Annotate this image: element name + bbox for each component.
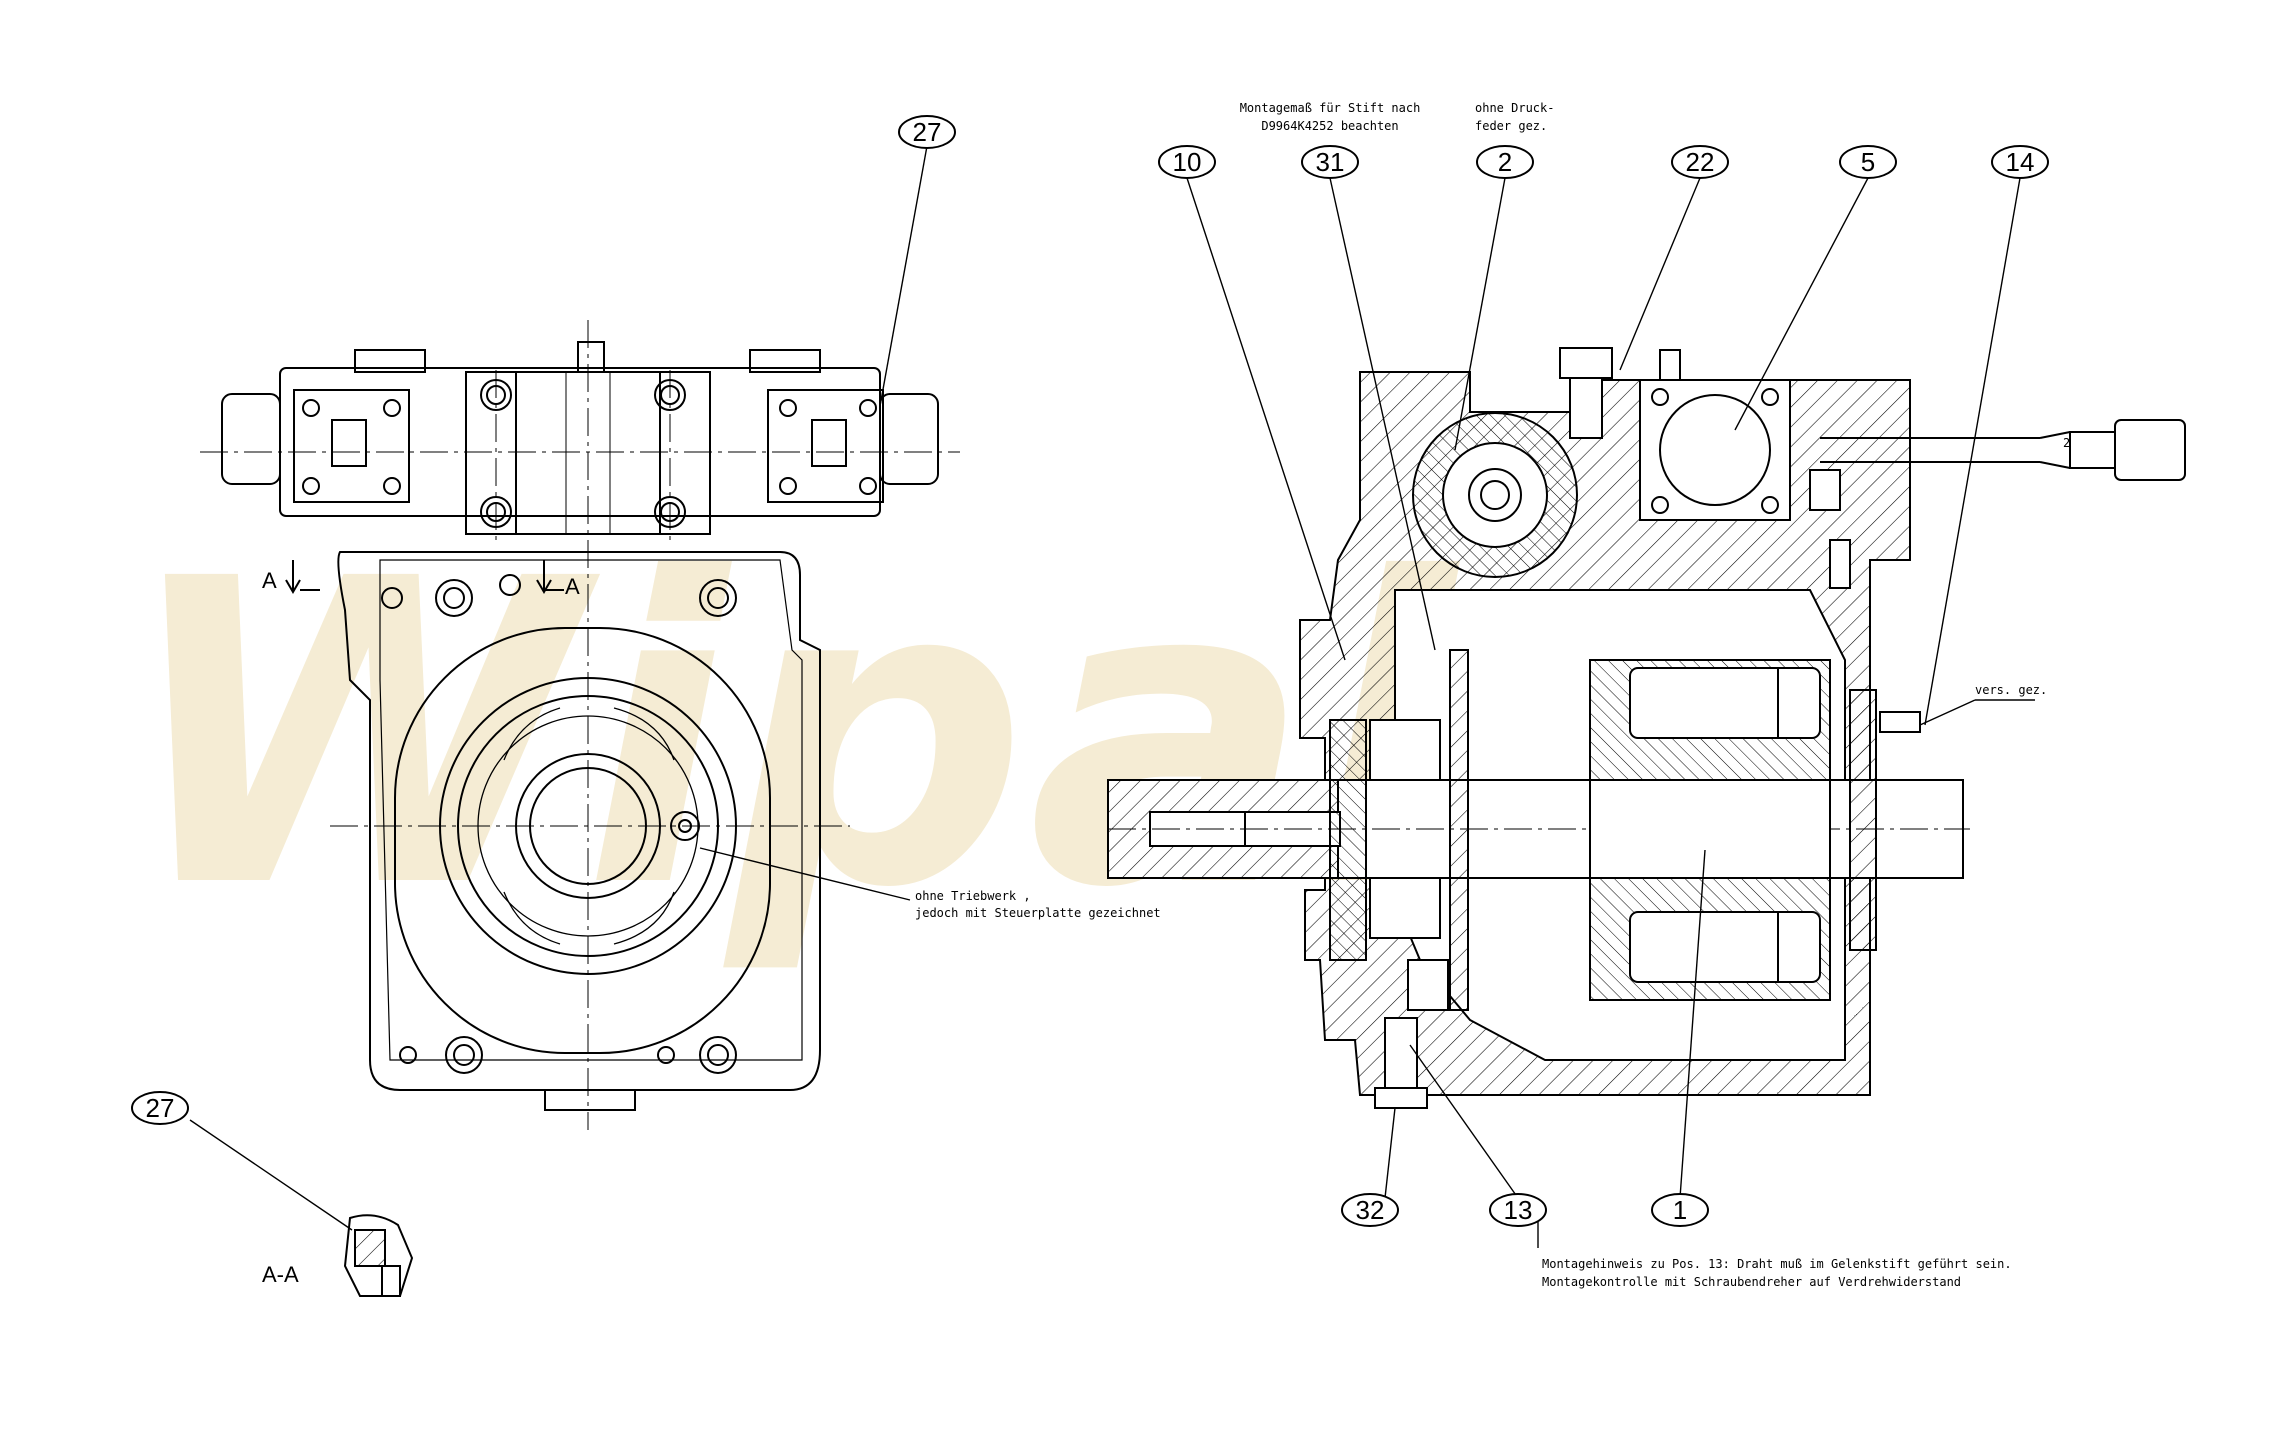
balloon-27-bottom bbox=[131, 1091, 189, 1125]
balloon-label: 13 bbox=[1504, 1195, 1533, 1225]
notes: Montagemaß für Stift nach D9964K4252 bea… bbox=[915, 101, 2047, 1289]
drive-note: ohne Triebwerk , bbox=[915, 889, 1031, 903]
vers-note: vers. gez. bbox=[1975, 683, 2047, 697]
balloon-31 bbox=[1301, 145, 1359, 179]
balloon-32 bbox=[1341, 1193, 1399, 1227]
bottom-note: Montagehinweis zu Pos. 13: Draht muß im … bbox=[1542, 1257, 2012, 1271]
spring-note: ohne Druck- bbox=[1475, 101, 1554, 115]
section-view-label: A-A bbox=[262, 1262, 299, 1287]
balloon-1 bbox=[1651, 1193, 1709, 1227]
spring-note: feder gez. bbox=[1475, 119, 1547, 133]
balloon-5 bbox=[1839, 145, 1897, 179]
connector-plug bbox=[2114, 419, 2186, 481]
mounting-flange bbox=[394, 627, 771, 1054]
piston-lower bbox=[1629, 911, 1821, 983]
drive-note: jedoch mit Steuerplatte gezeichnet bbox=[915, 906, 1161, 920]
balloon-label: 10 bbox=[1173, 147, 1202, 177]
top-note: Montagemaß für Stift nach bbox=[1240, 101, 1421, 115]
section-view bbox=[1107, 347, 2186, 1109]
balloon-label: 27 bbox=[146, 1093, 175, 1123]
balloon-label: 27 bbox=[913, 117, 942, 147]
balloon-label: 2 bbox=[1498, 147, 1512, 177]
right-coil-box bbox=[767, 389, 884, 503]
section-mark-right: A bbox=[565, 574, 580, 599]
balloon-label: 14 bbox=[2006, 147, 2035, 177]
balloon-2 bbox=[1476, 145, 1534, 179]
balloon-27-top bbox=[898, 115, 956, 149]
pump-housing bbox=[337, 551, 821, 1091]
valve-top-block bbox=[749, 349, 821, 373]
balloons bbox=[131, 115, 2049, 1227]
bottom-note: Montagekontrolle mit Schraubendreher auf… bbox=[1542, 1275, 1961, 1289]
balloon-label: 1 bbox=[1673, 1195, 1687, 1225]
top-plug bbox=[577, 341, 605, 373]
right-solenoid bbox=[879, 393, 939, 485]
balloon-label: 5 bbox=[1861, 147, 1875, 177]
balloon-14 bbox=[1991, 145, 2049, 179]
valve-top-block bbox=[354, 349, 426, 373]
balloon-labels: 27 10 31 2 22 5 14 27 32 13 1 bbox=[146, 117, 2035, 1225]
balloon-label: 31 bbox=[1316, 147, 1345, 177]
bottom-port bbox=[544, 1089, 636, 1111]
piston-upper bbox=[1629, 667, 1821, 739]
balloon-label: 32 bbox=[1356, 1195, 1385, 1225]
section-mark-left: A bbox=[262, 568, 277, 593]
leader-lines bbox=[189, 145, 2035, 1248]
top-note: D9964K4252 beachten bbox=[1261, 119, 1398, 133]
front-view bbox=[200, 320, 960, 1297]
detail-a-a bbox=[343, 1214, 414, 1297]
left-coil-box bbox=[293, 389, 410, 503]
balloon-10 bbox=[1158, 145, 1216, 179]
connector-pin-label: 2 bbox=[2063, 436, 2070, 450]
left-solenoid bbox=[221, 393, 281, 485]
balloon-13 bbox=[1489, 1193, 1547, 1227]
balloon-label: 22 bbox=[1686, 147, 1715, 177]
balloon-22 bbox=[1671, 145, 1729, 179]
